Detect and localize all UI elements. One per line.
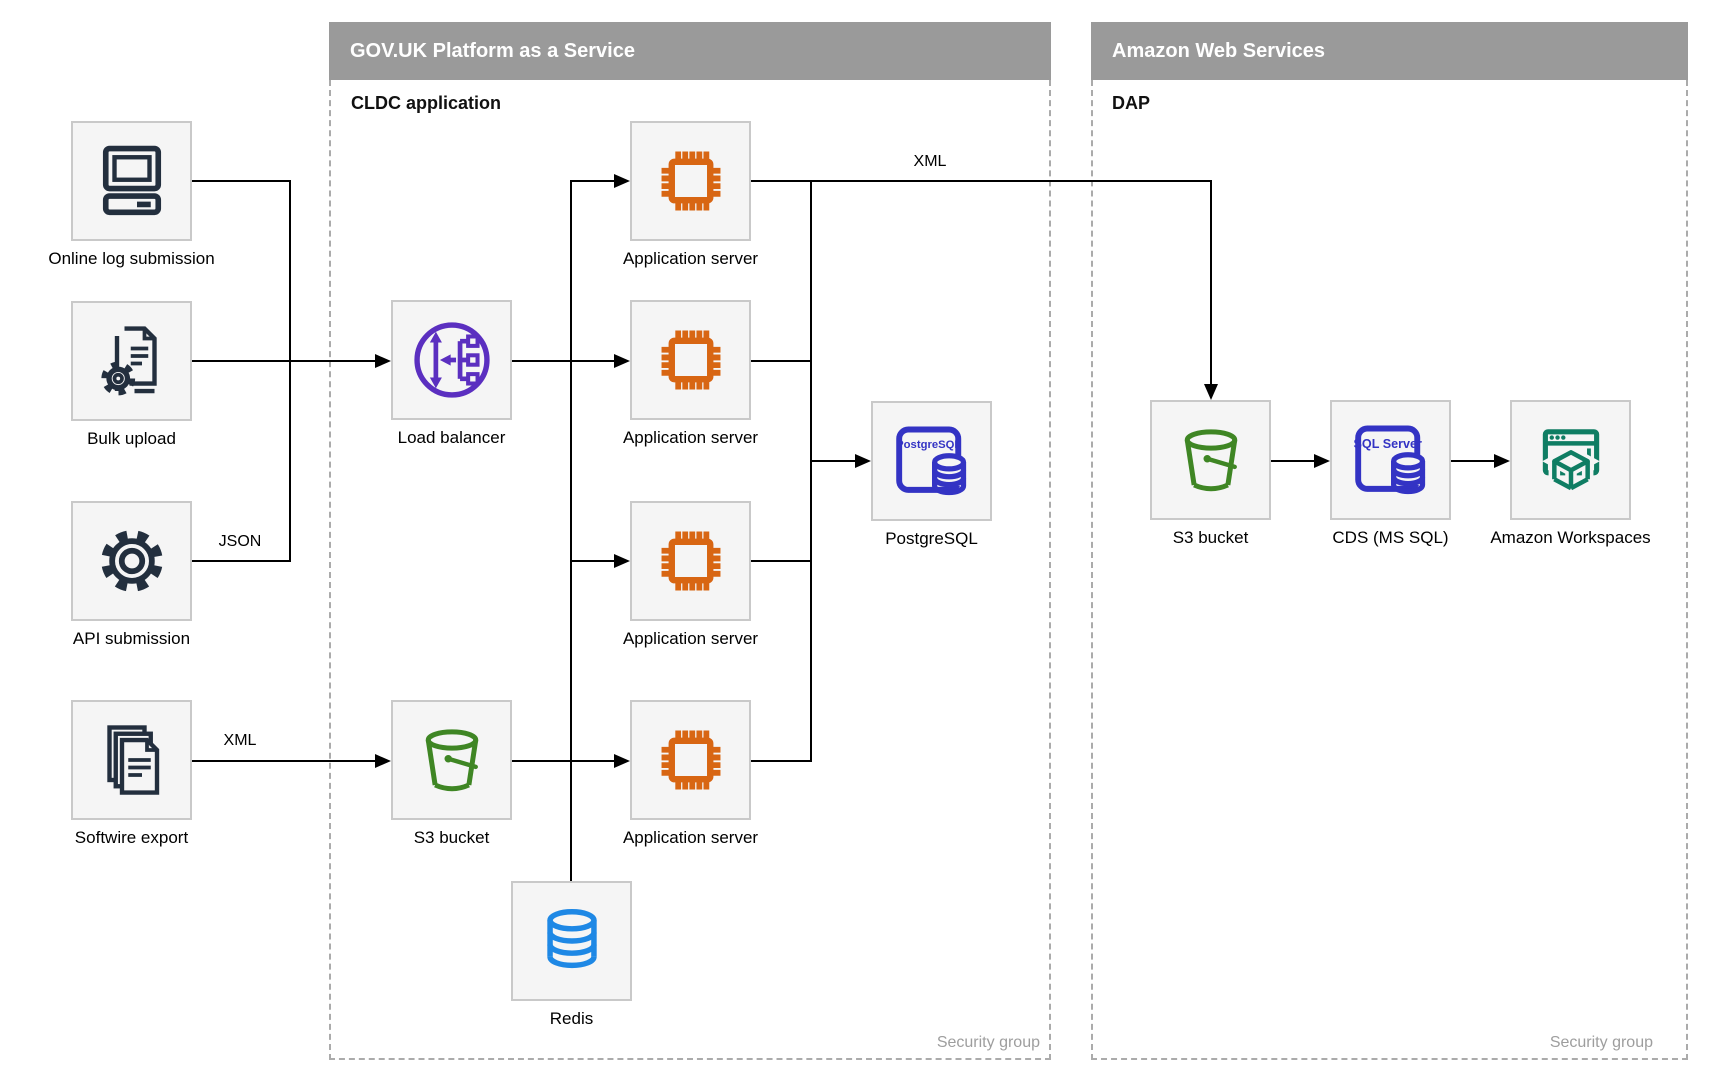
redis-database-icon <box>533 902 611 980</box>
node-s3-bucket-paas: S3 bucket <box>391 700 512 847</box>
connector <box>810 180 812 762</box>
node-label: API submission <box>72 629 191 648</box>
computer-icon <box>92 141 172 221</box>
aws-boundary <box>1091 80 1688 1060</box>
node-online-log-submission: Online log submission <box>48 121 215 268</box>
arrowhead <box>1204 384 1218 400</box>
edge-label-json: JSON <box>218 533 262 550</box>
node-label: Softwire export <box>74 828 189 847</box>
arrowhead <box>614 174 630 188</box>
arrowhead <box>1314 454 1330 468</box>
chip-icon <box>650 719 732 801</box>
connector <box>192 360 376 362</box>
connector <box>192 760 376 762</box>
connector <box>570 180 572 881</box>
node-label: Application server <box>622 828 759 847</box>
arrowhead <box>614 754 630 768</box>
node-redis: Redis <box>511 881 632 1028</box>
paas-header: GOV.UK Platform as a Service <box>329 22 1051 80</box>
node-label: S3 bucket <box>413 828 490 847</box>
document-gear-icon <box>92 321 172 401</box>
node-app-server-1: Application server <box>623 121 758 268</box>
arrowhead <box>614 354 630 368</box>
sql-server-icon: SQL Server <box>1349 418 1433 502</box>
paas-subtitle: CLDC application <box>351 93 502 113</box>
node-label: Bulk upload <box>87 429 176 448</box>
node-label: Application server <box>622 249 759 268</box>
node-app-server-4: Application server <box>623 700 758 847</box>
paas-boundary <box>329 80 1051 1060</box>
node-label: S3 bucket <box>1172 528 1249 547</box>
connector <box>751 560 811 562</box>
paas-security-group-label: Security group <box>936 1034 1040 1051</box>
node-label: Application server <box>622 428 759 447</box>
workspaces-icon <box>1530 419 1612 501</box>
connector <box>289 180 291 562</box>
node-softwire-export: Softwire export <box>71 700 192 847</box>
sql-server-icon-text: SQL Server <box>1353 437 1421 451</box>
chip-icon <box>650 319 732 401</box>
s3-bucket-icon <box>412 720 492 800</box>
node-amazon-workspaces: Amazon Workspaces <box>1490 400 1651 547</box>
chip-icon <box>650 140 732 222</box>
aws-security-group-label: Security group <box>1549 1034 1653 1051</box>
node-label: CDS (MS SQL) <box>1332 528 1449 547</box>
documents-icon <box>92 720 172 800</box>
connector <box>512 360 616 362</box>
s3-bucket-icon <box>1171 420 1251 500</box>
gear-icon <box>91 520 173 602</box>
node-label: PostgreSQL <box>885 529 978 548</box>
connector <box>1210 180 1212 386</box>
load-balancer-icon <box>409 317 495 403</box>
connector <box>1451 460 1496 462</box>
node-label: Redis <box>549 1009 594 1028</box>
postgresql-icon: PostgreSQL <box>890 419 974 503</box>
edge-label-xml-top: XML <box>913 153 947 170</box>
connector <box>192 180 291 182</box>
node-app-server-3: Application server <box>623 501 758 648</box>
node-postgresql: PostgreSQL PostgreSQL <box>871 401 992 548</box>
node-api-submission: API submission <box>71 501 192 648</box>
node-load-balancer: Load balancer <box>391 300 512 447</box>
arrowhead <box>375 754 391 768</box>
edge-label-xml-softwire: XML <box>223 732 257 749</box>
aws-title: Amazon Web Services <box>1112 40 1326 62</box>
connector <box>192 560 291 562</box>
connector <box>811 460 856 462</box>
node-label: Application server <box>622 629 759 648</box>
connector <box>1271 460 1316 462</box>
aws-subtitle: DAP <box>1112 93 1151 113</box>
connector <box>751 180 1211 182</box>
arrowhead <box>375 354 391 368</box>
connector <box>571 180 616 182</box>
connector <box>571 560 616 562</box>
node-label: Online log submission <box>48 249 215 268</box>
node-label: Load balancer <box>397 428 506 447</box>
arrowhead <box>1494 454 1510 468</box>
connector <box>751 360 811 362</box>
postgresql-icon-text: PostgreSQL <box>896 439 961 451</box>
arrowhead <box>855 454 871 468</box>
node-bulk-upload: Bulk upload <box>71 301 192 448</box>
paas-title: GOV.UK Platform as a Service <box>350 40 635 62</box>
node-s3-bucket-aws: S3 bucket <box>1150 400 1271 547</box>
aws-header: Amazon Web Services <box>1091 22 1688 80</box>
arrowhead <box>614 554 630 568</box>
node-cds-mssql: SQL Server CDS (MS SQL) <box>1330 400 1451 547</box>
connector <box>751 760 811 762</box>
node-label: Amazon Workspaces <box>1490 528 1651 547</box>
chip-icon <box>650 520 732 602</box>
node-app-server-2: Application server <box>623 300 758 447</box>
connector <box>512 760 616 762</box>
